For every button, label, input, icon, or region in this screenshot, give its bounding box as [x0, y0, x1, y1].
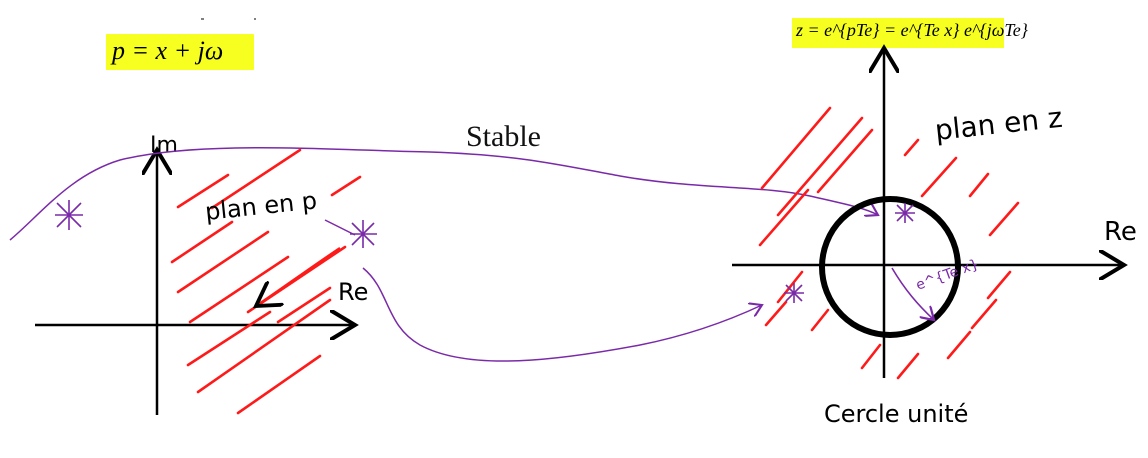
formula-z: z = e^{pTe} = e^{Te x} e^{jωTe} — [796, 20, 1028, 41]
formula-p-highlight — [106, 34, 254, 70]
unit-circle-label: Cercle unité — [824, 400, 968, 428]
stable-label: Stable — [466, 120, 541, 153]
plan-p-label: plan en p — [204, 186, 319, 226]
unit-circle — [819, 196, 961, 338]
mapping-arrow-return — [256, 247, 341, 306]
formula-z-text: z = e^{pTe} = e^{Te x} e^{jωTe} — [796, 20, 1028, 40]
pole-star-right-inner — [895, 203, 915, 223]
pole-star-left-outer — [55, 200, 83, 230]
left-hatching — [170, 148, 362, 415]
radius-label: e^{Te x} — [914, 256, 981, 294]
pole-star-right-outer — [784, 283, 804, 303]
formula-z-highlight — [792, 18, 1004, 48]
radius-arrow — [891, 267, 934, 320]
plan-z-label: plan en z — [933, 101, 1064, 147]
right-hatching — [758, 106, 1020, 380]
mapping-curve-top — [9, 147, 878, 241]
re-label-left: Re — [338, 278, 368, 306]
re-label-right: Re — [1104, 217, 1137, 247]
formula-p: p = x + jω — [112, 36, 223, 66]
formula-p-text: p = x + jω — [112, 36, 224, 65]
mapping-curve-inner-left — [324, 219, 356, 236]
mapping-curve-bottom — [362, 267, 762, 362]
